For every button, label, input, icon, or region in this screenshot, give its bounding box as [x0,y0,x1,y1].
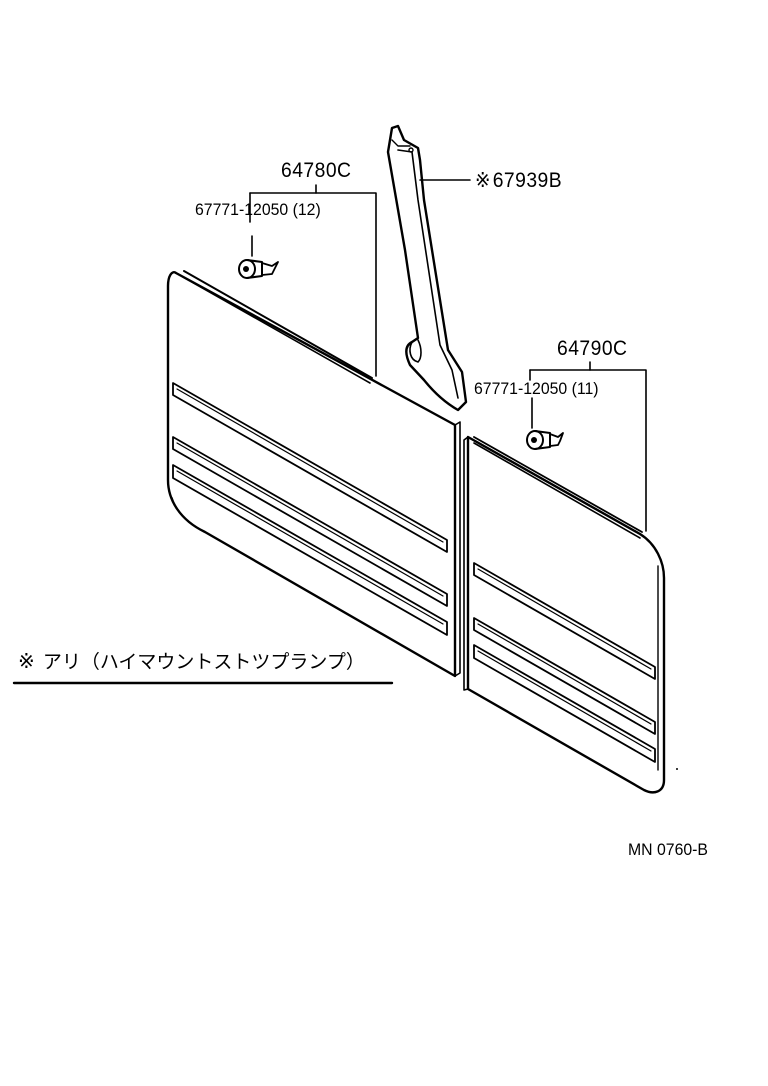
right-trim-outline [466,435,666,794]
right-clip-part-number: 67771-12050 [474,379,568,398]
right-trim-board [463,435,666,794]
pillar-garnish-tab [409,339,422,363]
left-clip-quantity: (12) [292,200,321,219]
leader-64780c [249,192,377,377]
right-clip-quantity: (11) [571,379,599,398]
left-trim-groove-1 [172,382,448,553]
leader-right-clip [529,369,533,429]
right-clip [526,430,564,450]
leader-64790c [529,369,647,532]
reference-mark-icon: ※ [475,168,491,192]
right-trim-top-edge [473,436,643,533]
left-clip-part-number: 67771-12050 [195,200,289,219]
left-trim-top-edge [182,276,371,384]
note-text: ※ アリ（ハイマウントストツプランプ） [18,651,365,672]
label-64790c: 64790C [557,337,628,360]
left-trim-groove-2 [172,436,448,607]
left-trim-side-thickness [454,421,461,677]
pillar-garnish-hole [408,147,414,153]
diagram-code: MN 0760-B [628,840,708,859]
leader-lines [249,179,647,532]
label-right-clip: 67771-12050 (11) [474,380,599,397]
pillar-garnish [386,124,468,412]
note-reference-mark-icon: ※ [18,649,35,673]
right-trim-groove-2 [473,617,656,735]
right-trim-groove-3 [473,644,656,763]
left-trim-bottom-edge [171,497,206,533]
right-trim-edge-highlight [473,442,641,539]
left-clip [238,259,279,279]
left-trim-board [166,270,461,678]
label-67939b: ※67939B [475,170,562,191]
left-trim-groove-3 [172,464,448,636]
right-trim-groove-1 [473,562,656,680]
left-trim-edge-highlight [183,270,373,379]
right-trim-side-thickness [463,436,469,691]
note-body: アリ（ハイマウントストツプランプ） [42,651,365,673]
leader-left-clip [249,192,253,257]
label-left-clip: 67771-12050 (12) [195,201,321,218]
label-64780c: 64780C [281,159,352,182]
pillar-garnish-outline [386,124,468,412]
pillar-part-number: 67939B [492,169,563,192]
